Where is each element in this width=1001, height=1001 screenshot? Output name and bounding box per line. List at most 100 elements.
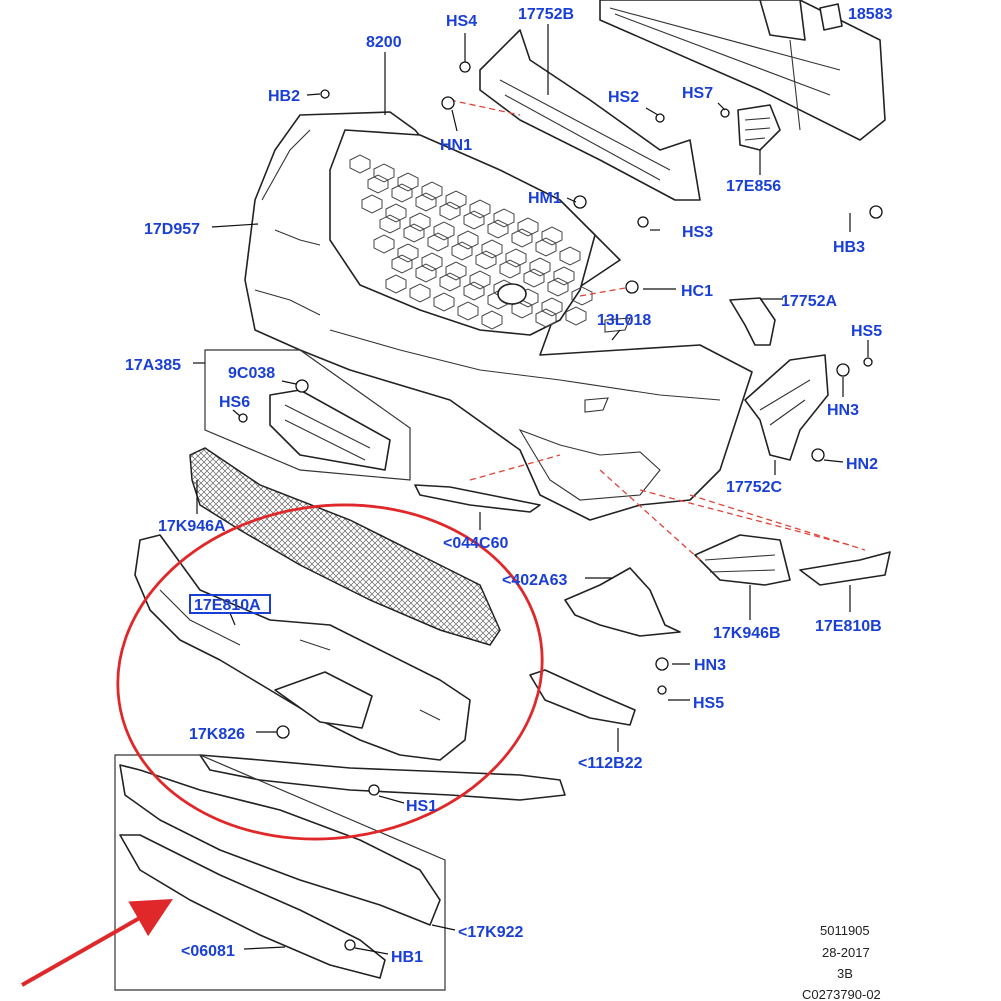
- grille-cell: [409, 283, 431, 303]
- grille-cell: [535, 308, 557, 328]
- label-hs6: HS6: [219, 394, 250, 411]
- callout-dash-lines: [449, 99, 866, 561]
- grille-cell: [433, 292, 455, 312]
- label-13l018: 13L018: [597, 312, 651, 329]
- label-hs7: HS7: [682, 85, 713, 102]
- fastener-hm1: [573, 195, 587, 209]
- grille-cell: [571, 286, 593, 306]
- grille-cell: [481, 310, 503, 330]
- label-044c60: <044C60: [443, 535, 508, 552]
- label-hb2: HB2: [268, 88, 300, 105]
- label-17k922: <17K922: [458, 924, 523, 941]
- label-hs1: HS1: [406, 798, 437, 815]
- label-17e856: 17E856: [726, 178, 781, 195]
- skid-plate-box: [114, 754, 446, 991]
- pointer-arrow: [21, 899, 173, 987]
- fastener-hn1: [441, 96, 455, 110]
- ref-line-2: 28-2017: [822, 945, 870, 960]
- fastener-hb3: [869, 205, 883, 219]
- label-17e810a: 17E810A: [194, 597, 261, 614]
- grille-8200: [329, 129, 596, 336]
- fastener-17k826: [276, 725, 290, 739]
- grille-cell: [565, 306, 587, 326]
- fastener-9c038: [295, 379, 309, 393]
- grille-cell: [451, 241, 473, 261]
- trim-044c60: [414, 484, 541, 513]
- grille-cell: [463, 281, 485, 301]
- label-17752a: 17752A: [781, 293, 837, 310]
- label-hc1: HC1: [681, 283, 713, 300]
- grille-cell: [427, 232, 449, 252]
- ref-line-4: C0273790-02: [802, 987, 881, 1001]
- leader-lines: [193, 24, 869, 955]
- grille-cell: [523, 268, 545, 288]
- fastener-hb2: [320, 89, 330, 99]
- fastener-hn3a: [836, 363, 850, 377]
- label-hs3: HS3: [682, 224, 713, 241]
- label-hs4: HS4: [446, 13, 477, 30]
- fastener-hb1: [344, 939, 356, 951]
- label-hs5-mid: HS5: [693, 695, 724, 712]
- label-17d957: 17D957: [144, 221, 200, 238]
- label-8200: 8200: [366, 34, 402, 51]
- crash-beam: [599, 0, 886, 141]
- label-06081: <06081: [181, 943, 235, 960]
- bumper-lower-lip: [199, 754, 566, 801]
- fastener-hs4: [459, 61, 471, 73]
- grille-cell: [391, 254, 413, 274]
- part-labels: HS4 17752B 18583 8200 HB2 HS2 HS7 HN1 17…: [125, 6, 893, 966]
- label-17k946a: 17K946A: [158, 518, 226, 535]
- grille-cell: [475, 250, 497, 270]
- label-402a63: <402A63: [502, 572, 567, 589]
- fastener-hs5b: [657, 685, 667, 695]
- fasteners: [238, 61, 883, 951]
- grille-cell: [559, 246, 581, 266]
- grille-cell: [439, 201, 461, 221]
- drawing-reference: 5011905 28-2017 3B C0273790-02: [802, 923, 881, 1001]
- grille-cell: [547, 277, 569, 297]
- grille-cell: [499, 259, 521, 279]
- grille-cell: [487, 219, 509, 239]
- highlight-circle: [116, 503, 544, 841]
- energy-absorber-17752b: [479, 29, 701, 201]
- label-17k946b: 17K946B: [713, 625, 781, 642]
- fastener-hn3b: [655, 657, 669, 671]
- label-hn2: HN2: [846, 456, 878, 473]
- grille-cell: [361, 194, 383, 214]
- bracket-17752a: [729, 297, 776, 346]
- label-9c038: 9C038: [228, 365, 275, 382]
- label-hn3-mid: HN3: [694, 657, 726, 674]
- side-bracket-17752c: [744, 354, 829, 461]
- grille-cell: [511, 228, 533, 248]
- grille-cell: [391, 183, 413, 203]
- label-17752c: 17752C: [726, 479, 782, 496]
- label-17k826: 17K826: [189, 726, 245, 743]
- plate-bracket-box-17a385: [204, 349, 411, 481]
- grille-cell: [535, 237, 557, 257]
- undertray-17e810a: [134, 534, 471, 761]
- label-17a385: 17A385: [125, 357, 181, 374]
- fastener-hs3: [637, 216, 649, 228]
- label-17752b: 17752B: [518, 6, 574, 23]
- grille-cell: [403, 223, 425, 243]
- label-hn1: HN1: [440, 137, 472, 154]
- grille-cell: [457, 301, 479, 321]
- label-hs5-top: HS5: [851, 323, 882, 340]
- grille-cell: [385, 274, 407, 294]
- grille-cell: [379, 214, 401, 234]
- grille-cell: [367, 174, 389, 194]
- fastener-hs2: [655, 113, 665, 123]
- fastener-hs5a: [863, 357, 873, 367]
- label-hn3-top: HN3: [827, 402, 859, 419]
- ref-line-1: 5011905: [820, 923, 870, 938]
- fastener-hc1: [625, 280, 639, 294]
- bracket-402a63: [564, 567, 681, 637]
- label-18583: 18583: [848, 6, 893, 23]
- side-grille-17k946b: [694, 534, 791, 586]
- label-112b22: <112B22: [578, 755, 643, 772]
- label-hb3: HB3: [833, 239, 865, 256]
- label-17e810b: 17E810B: [815, 618, 882, 635]
- fastener-hs1: [368, 784, 380, 796]
- label-hb1: HB1: [391, 949, 423, 966]
